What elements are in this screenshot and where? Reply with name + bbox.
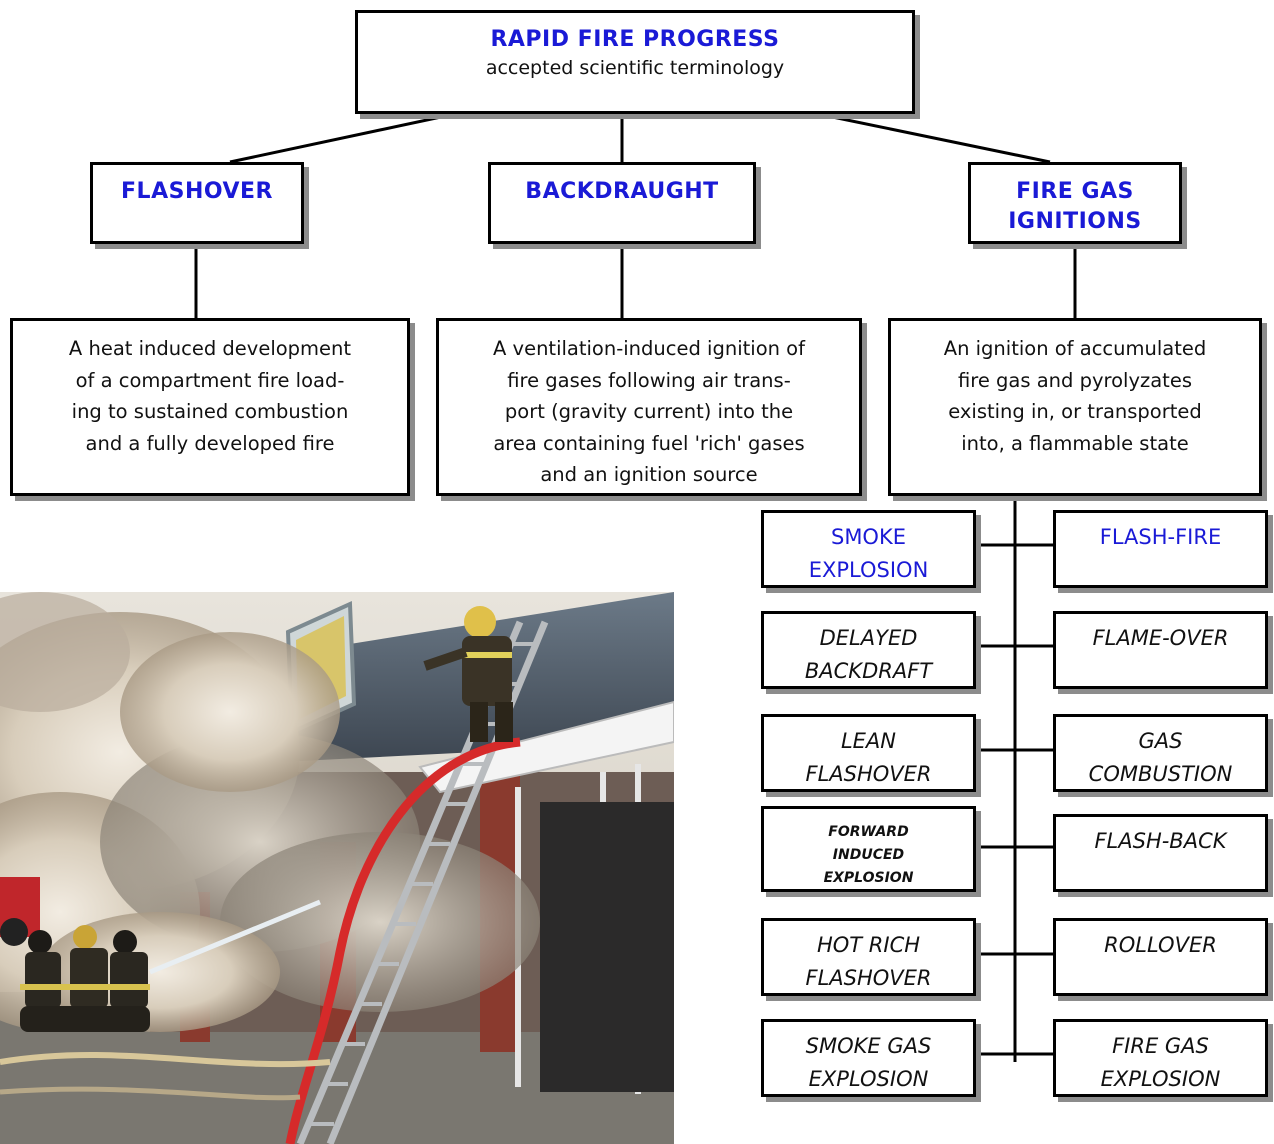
- term-label: HOT RICH FLASHOVER: [805, 933, 932, 990]
- term-label: SMOKE EXPLOSION: [808, 525, 929, 582]
- root-box: RAPID FIRE PROGRESS accepted scientific …: [355, 10, 915, 114]
- term-label: FLAME-OVER: [1092, 626, 1229, 650]
- term-label: FLASH-FIRE: [1099, 525, 1222, 549]
- category-backdraught: BACKDRAUGHT: [488, 162, 756, 244]
- term-rollover: ROLLOVER: [1053, 918, 1268, 996]
- term-lean-flashover: LEAN FLASHOVER: [761, 714, 976, 792]
- term-label: ROLLOVER: [1104, 933, 1217, 957]
- term-label: FORWARD INDUCED EXPLOSION: [823, 824, 914, 886]
- term-forward-induced-explosion: FORWARD INDUCED EXPLOSION: [761, 806, 976, 892]
- term-flash-fire: FLASH-FIRE: [1053, 510, 1268, 588]
- term-flame-over: FLAME-OVER: [1053, 611, 1268, 689]
- term-label: DELAYED BACKDRAFT: [804, 626, 933, 683]
- root-subtitle: accepted scientific terminology: [485, 57, 785, 79]
- term-label: FLASH-BACK: [1094, 829, 1227, 853]
- term-gas-combustion: GAS COMBUSTION: [1053, 714, 1268, 792]
- category-description: An ignition of accumulated fire gas and …: [943, 337, 1207, 455]
- firefighters-photo: [0, 592, 674, 1144]
- category-title: FLASHOVER: [121, 179, 273, 204]
- category-flashover: FLASHOVER: [90, 162, 304, 244]
- category-description: A heat induced development of a compartm…: [68, 337, 352, 455]
- term-flash-back: FLASH-BACK: [1053, 814, 1268, 892]
- root-title: RAPID FIRE PROGRESS: [490, 27, 780, 52]
- term-hot-rich-flashover: HOT RICH FLASHOVER: [761, 918, 976, 996]
- description-backdraught: A ventilation-induced ignition of fire g…: [436, 318, 862, 496]
- term-label: FIRE GAS EXPLOSION: [1100, 1034, 1221, 1091]
- term-delayed-backdraft: DELAYED BACKDRAFT: [761, 611, 976, 689]
- term-label: SMOKE GAS EXPLOSION: [805, 1034, 932, 1091]
- category-title: FIRE GAS IGNITIONS: [1008, 179, 1142, 234]
- term-label: LEAN FLASHOVER: [805, 729, 932, 786]
- term-fire-gas-explosion: FIRE GAS EXPLOSION: [1053, 1019, 1268, 1097]
- category-title: BACKDRAUGHT: [525, 179, 719, 204]
- description-fire-gas-ignitions: An ignition of accumulated fire gas and …: [888, 318, 1262, 496]
- term-label: GAS COMBUSTION: [1088, 729, 1233, 786]
- term-smoke-explosion: SMOKE EXPLOSION: [761, 510, 976, 588]
- category-description: A ventilation-induced ignition of fire g…: [493, 337, 805, 486]
- category-fire-gas-ignitions: FIRE GAS IGNITIONS: [968, 162, 1182, 244]
- term-smoke-gas-explosion: SMOKE GAS EXPLOSION: [761, 1019, 976, 1097]
- description-flashover: A heat induced development of a compartm…: [10, 318, 410, 496]
